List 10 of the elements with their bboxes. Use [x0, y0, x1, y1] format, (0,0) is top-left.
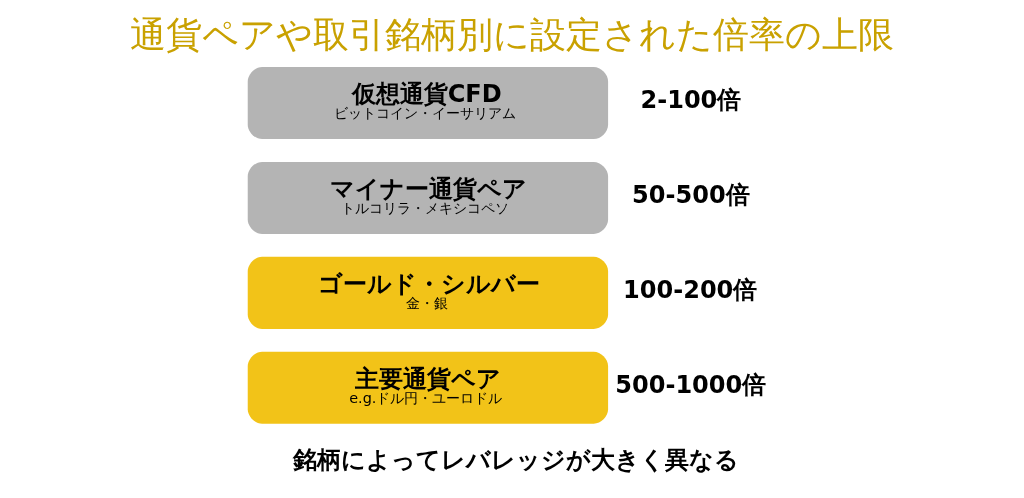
node-label: 100-200倍	[623, 275, 758, 304]
node-box: マイナー通貨ペア トルコリラ・メキシコペソ	[247, 161, 609, 234]
node-label: 50-500倍	[632, 180, 750, 209]
node-box: ゴールド・シルバー 金・銀	[247, 256, 609, 329]
node-label: 500-1000倍	[615, 370, 767, 399]
label: 銘柄によってレバレッジが大きく異なる	[292, 446, 739, 475]
node-box: 仮想通貨CFD ビットコイン・イーサリアム	[247, 67, 609, 140]
node-label: 2-100倍	[640, 85, 742, 114]
node-box: 主要通貨ペア e.g.ドル円・ユーロドル	[247, 351, 609, 424]
diagram-title: 通貨ペアや取引銘柄別に設定された倍率の上限	[130, 13, 894, 55]
